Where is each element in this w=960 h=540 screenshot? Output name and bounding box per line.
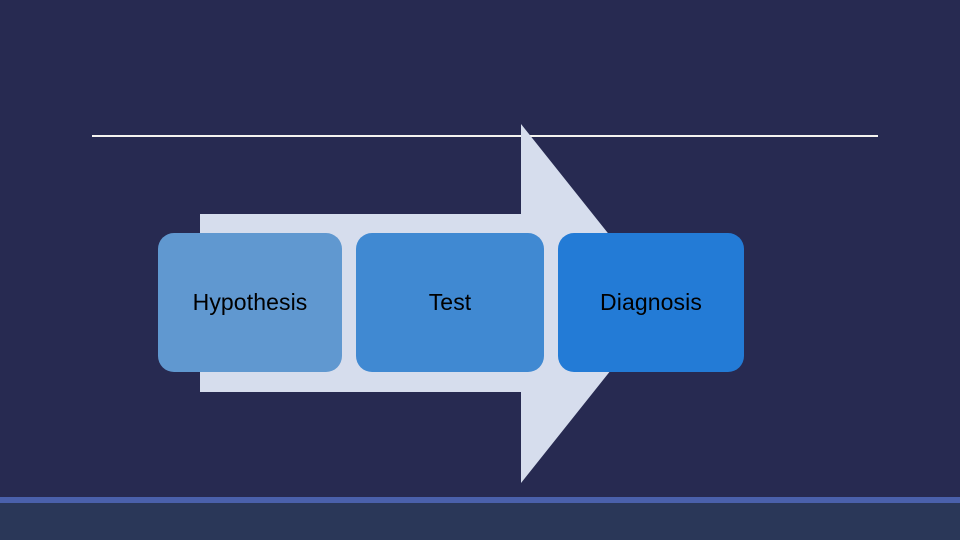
title-underline-rule <box>92 135 878 137</box>
step-box-hypothesis[interactable]: Hypothesis <box>158 233 342 372</box>
step-label-diagnosis: Diagnosis <box>600 289 702 315</box>
step-label-test: Test <box>428 289 472 315</box>
step-box-test[interactable]: Test <box>356 233 544 372</box>
step-label-hypothesis: Hypothesis <box>192 289 308 315</box>
footer-band <box>0 503 960 540</box>
footer-accent-bar <box>0 497 960 503</box>
step-box-diagnosis[interactable]: Diagnosis <box>558 233 744 372</box>
